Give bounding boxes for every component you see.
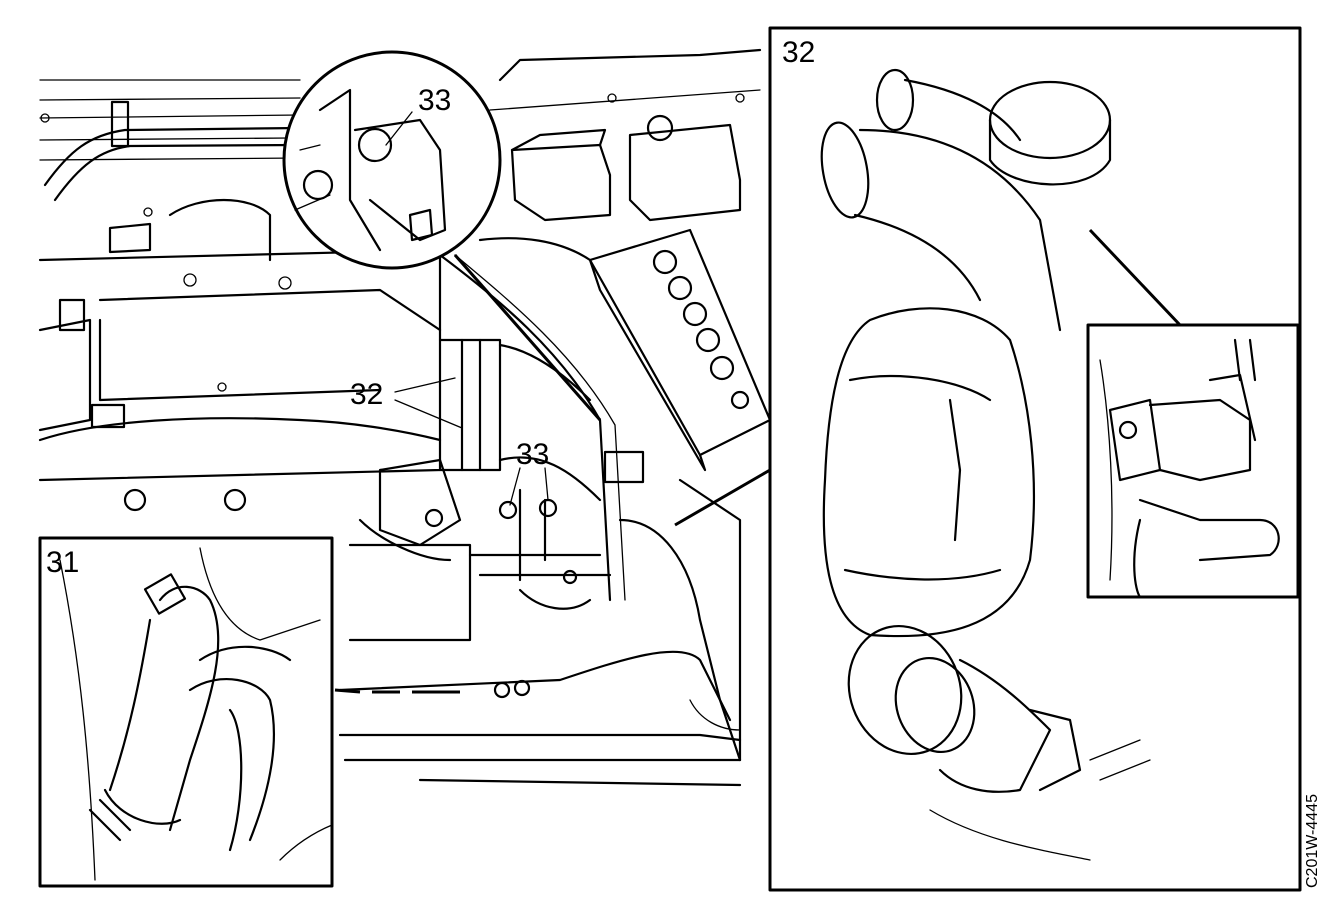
callout-33-main: 33: [516, 438, 550, 471]
inset-31: [38, 536, 334, 888]
callout-33-circle: 33: [418, 84, 452, 117]
inset-32-sensor: [1086, 323, 1300, 599]
callout-31: 31: [46, 546, 80, 579]
callout-32-main: 32: [350, 378, 384, 411]
figure-reference: C201W-4445: [1304, 794, 1321, 888]
leader-lines: [394, 377, 549, 506]
callout-32-inset: 32: [782, 36, 816, 69]
detail-circle-33: [282, 50, 502, 270]
engine-bay-main: [38, 48, 772, 787]
